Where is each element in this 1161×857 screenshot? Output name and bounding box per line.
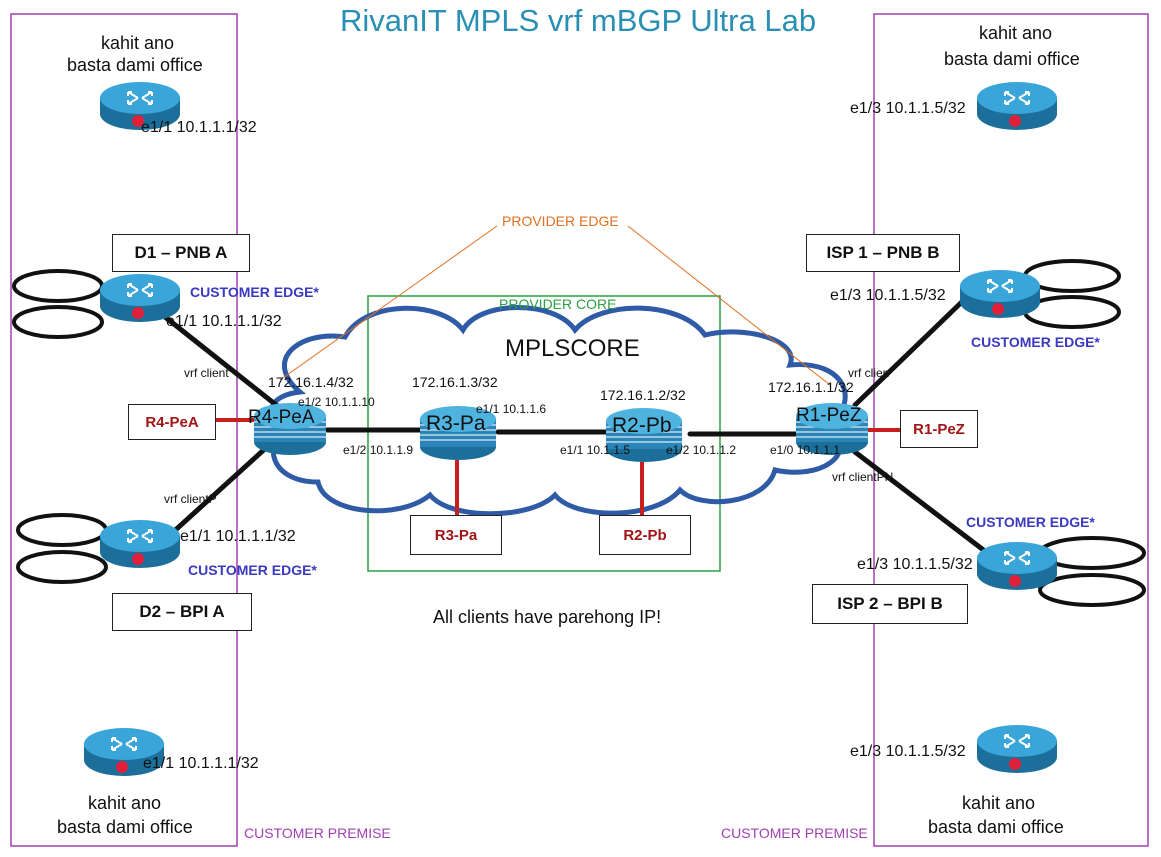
interface-label: e1/3 10.1.1.5/32 <box>830 287 946 304</box>
customer-box-d1: D1 – PNB A <box>112 234 250 272</box>
office-label-line2: basta dami office <box>67 55 203 75</box>
link-group <box>157 293 993 558</box>
mpls-cloud <box>269 305 848 517</box>
oval-isp2-b <box>1038 573 1146 607</box>
interface-label: e1/1 10.1.1.1/32 <box>141 119 257 136</box>
router-box-r1: R1-PeZ <box>900 410 978 448</box>
vrf-label: vrf client <box>184 366 229 380</box>
router-name-r3: R3-Pa <box>426 412 486 435</box>
vrf-label: vrf clientPN <box>832 470 894 484</box>
office-label-line2: basta dami office <box>928 817 1064 837</box>
customer-premise-label: CUSTOMER PREMISE <box>721 825 868 841</box>
provider-edge-line-left <box>279 225 498 381</box>
router-icon <box>960 270 1040 318</box>
console-links <box>200 418 900 516</box>
router-icon <box>100 82 180 130</box>
provider-edge-label: PROVIDER EDGE <box>502 213 619 229</box>
interface-label: e1/2 10.1.1.10 <box>298 395 375 409</box>
office-label-line1: kahit ano <box>88 793 162 813</box>
vrf-label: vrf clien <box>848 366 890 380</box>
interface-label: e1/2 10.1.1.9 <box>343 443 414 457</box>
router-icon <box>977 725 1057 773</box>
router-icon <box>420 406 496 460</box>
router-name-r1: R1-PeZ <box>796 405 862 426</box>
loopback-label: 172.16.1.4/32 <box>268 374 354 390</box>
oval-d1-a <box>12 269 104 303</box>
office-label-line1: kahit ano <box>979 23 1053 43</box>
customer-box-isp2: ISP 2 – BPI B <box>812 584 968 624</box>
interface-label: e1/3 10.1.1.5/32 <box>850 100 966 117</box>
customer-box-d2: D2 – BPI A <box>112 593 252 631</box>
router-icon <box>100 520 180 568</box>
left-premise-frame <box>10 13 238 847</box>
mpls-cloud-label: MPLSCORE <box>505 335 640 362</box>
interface-label: e1/1 10.1.1.1/32 <box>180 528 296 545</box>
oval-d1-b <box>12 305 104 339</box>
router-icon <box>977 542 1057 590</box>
oval-d2-a <box>16 513 108 547</box>
interface-label: e1/3 10.1.1.5/32 <box>857 556 973 573</box>
customer-edge-label: CUSTOMER EDGE* <box>190 284 319 300</box>
customer-edge-label: CUSTOMER EDGE* <box>971 334 1100 350</box>
vrf-label: vrf clientP <box>164 492 217 506</box>
loopback-label: 172.16.1.3/32 <box>412 374 498 390</box>
office-label-line2: basta dami office <box>944 49 1080 69</box>
link-d1-r4 <box>157 310 288 415</box>
interface-label: e1/1 10.1.1.1/32 <box>166 313 282 330</box>
interface-label: e1/2 10.1.1.2 <box>666 443 737 457</box>
loopback-label: 172.16.1.2/32 <box>600 387 686 403</box>
link-r1-isp2 <box>852 449 993 558</box>
office-label-line1: kahit ano <box>101 33 175 53</box>
provider-edge-line-right <box>627 225 831 386</box>
office-label-line2: basta dami office <box>57 817 193 837</box>
router-icon <box>606 408 682 462</box>
router-icon <box>254 403 326 455</box>
diagram-title: RivanIT MPLS vrf mBGP Ultra Lab <box>340 3 817 38</box>
router-box-r3: R3-Pa <box>410 515 502 555</box>
provider-core-label: PROVIDER CORE <box>499 296 617 312</box>
customer-box-isp1: ISP 1 – PNB B <box>806 234 960 272</box>
interface-label: e1/0 10.1.1.1 <box>770 443 841 457</box>
loopback-label: 172.16.1.1/32 <box>768 379 854 395</box>
interface-label: e1/1 10.1.1.1/32 <box>143 755 259 772</box>
link-r1-isp1 <box>852 293 971 408</box>
router-icon <box>100 274 180 322</box>
oval-d2-b <box>16 550 108 584</box>
office-label-line1: kahit ano <box>962 793 1036 813</box>
interface-label: e1/1 10.1.1.6 <box>476 402 547 416</box>
router-icon <box>796 403 868 455</box>
interface-label: e1/3 10.1.1.5/32 <box>850 743 966 760</box>
interface-label: e1/1 10.1.1.5 <box>560 443 631 457</box>
router-icon <box>977 82 1057 130</box>
clients-note: All clients have parehong IP! <box>433 607 662 627</box>
link-d2-r4 <box>157 434 281 547</box>
router-icon <box>84 728 164 776</box>
customer-premise-label: CUSTOMER PREMISE <box>244 825 391 841</box>
router-box-r2: R2-Pb <box>599 515 691 555</box>
customer-edge-label: CUSTOMER EDGE* <box>966 514 1095 530</box>
router-name-r2: R2-Pb <box>612 414 672 437</box>
customer-edge-label: CUSTOMER EDGE* <box>188 562 317 578</box>
router-box-r4: R4-PeA <box>128 404 216 440</box>
router-name-r4: R4-PeA <box>248 407 315 428</box>
